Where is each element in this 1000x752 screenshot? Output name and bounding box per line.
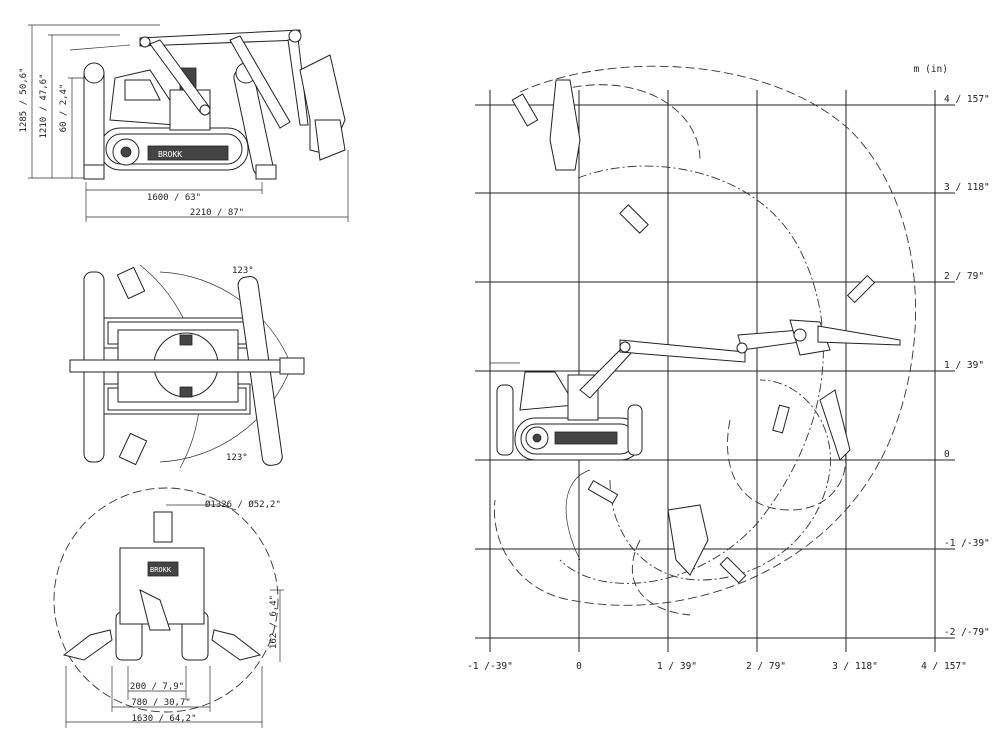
front-width-tracks: 780 / 30,7" xyxy=(131,698,191,708)
side-length-overall: 2210 / 87" xyxy=(190,208,244,218)
y-label-neg2: -2 /-79" xyxy=(944,627,990,638)
x-label-4: 4 / 157" xyxy=(921,661,967,672)
y-label-neg1: -1 /-39" xyxy=(944,538,990,549)
reach-envelope-middle xyxy=(559,165,824,584)
x-label-0: 0 xyxy=(576,661,582,672)
front-slew-diameter: Ø1326 / Ø52,2" xyxy=(205,499,281,510)
top-angle-top: 123° xyxy=(232,266,254,276)
front-track-width: 200 / 7,9" xyxy=(130,682,184,692)
front-outrigger-lift: 162 / 6,4" xyxy=(269,595,279,649)
side-view: 1285 / 50,6" 1210 / 47,6" 60 / 2,4" 1600… xyxy=(19,24,349,222)
y-label-3: 3 / 118" xyxy=(944,182,990,193)
reach-envelope-outer xyxy=(493,65,917,606)
reach-chart: m (in) 4 / 157" 3 / 118" 2 / 79" 1 / 39"… xyxy=(467,64,990,672)
top-angle-bottom: 123° xyxy=(226,453,248,463)
y-label-2: 2 / 79" xyxy=(944,271,984,282)
x-label-2: 2 / 79" xyxy=(746,661,786,672)
top-view: 123° 123° xyxy=(69,264,305,469)
side-height-overall: 1285 / 50,6" xyxy=(19,67,29,132)
x-label-1: 1 / 39" xyxy=(657,661,697,672)
x-label-3: 3 / 118" xyxy=(832,661,878,672)
front-width-outriggers: 1630 / 64,2" xyxy=(131,714,196,724)
y-label-1: 1 / 39" xyxy=(944,360,984,371)
reach-envelope-inner xyxy=(559,84,701,161)
side-ground-clearance: 60 / 2,4" xyxy=(59,84,69,133)
side-track-length: 1600 / 63" xyxy=(147,193,201,203)
y-label-4: 4 / 157" xyxy=(944,94,990,105)
side-height-cab: 1210 / 47,6" xyxy=(39,73,49,138)
x-label-neg1: -1 /-39" xyxy=(467,661,513,672)
reach-unit-label: m (in) xyxy=(914,64,948,75)
side-brand: BROKK xyxy=(158,150,182,159)
front-view: Ø1326 / Ø52,2" BROKK 162 / 6,4" 200 / 7,… xyxy=(53,487,284,728)
front-brand: BROKK xyxy=(150,566,172,574)
y-label-0: 0 xyxy=(944,449,950,460)
